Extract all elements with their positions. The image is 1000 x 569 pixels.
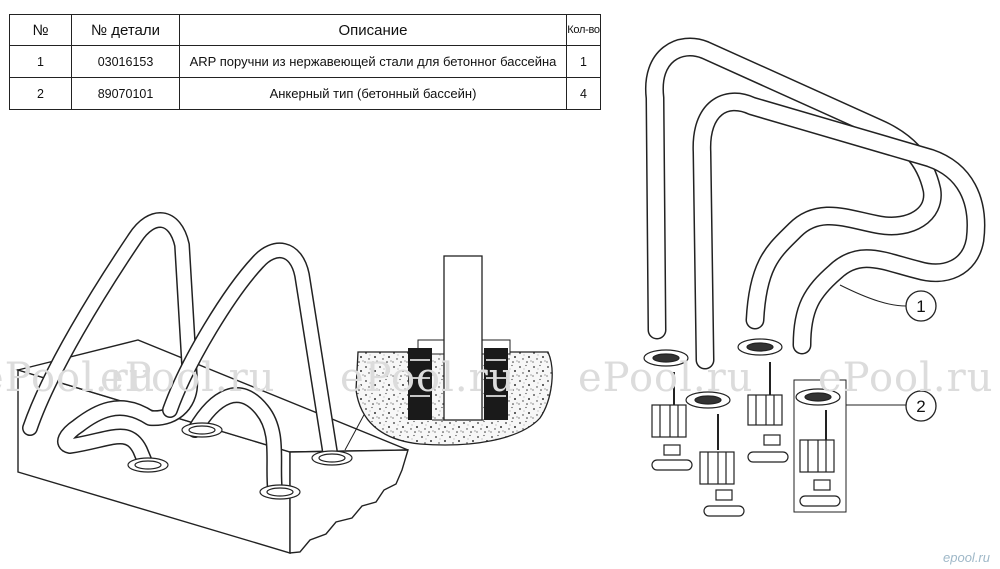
row-quantity: 4 — [566, 77, 601, 110]
table-row: 2 89070101 Анкерный тип (бетонный бассей… — [9, 77, 601, 110]
callout-2-circle — [905, 390, 937, 422]
escutcheon-plates — [127, 422, 353, 500]
header-part-number: № детали — [71, 14, 180, 46]
row-description: Анкерный тип (бетонный бассейн) — [179, 77, 567, 110]
anchor-kits — [643, 338, 841, 517]
callout-1-circle — [905, 290, 937, 322]
row-part-number: 03016153 — [71, 45, 180, 78]
row-quantity: 1 — [566, 45, 601, 78]
parts-table: № № детали Описание Кол-во 1 03016153 AR… — [9, 14, 601, 110]
installed-handrails-view — [15, 212, 409, 554]
callout-1-label: 1 — [916, 297, 925, 316]
corner-logo: epool.ru — [943, 550, 990, 565]
row-description: ARP поручни из нержавеющей стали для бет… — [179, 45, 567, 78]
kit-2-box — [793, 379, 847, 513]
table-row: 1 03016153 ARP поручни из нержавеющей ст… — [9, 45, 601, 78]
exploded-view — [643, 37, 986, 517]
anchor-section-detail — [355, 255, 553, 446]
callout-2-label: 2 — [916, 397, 925, 416]
header-num: № — [9, 14, 72, 46]
header-quantity: Кол-во — [566, 14, 601, 46]
